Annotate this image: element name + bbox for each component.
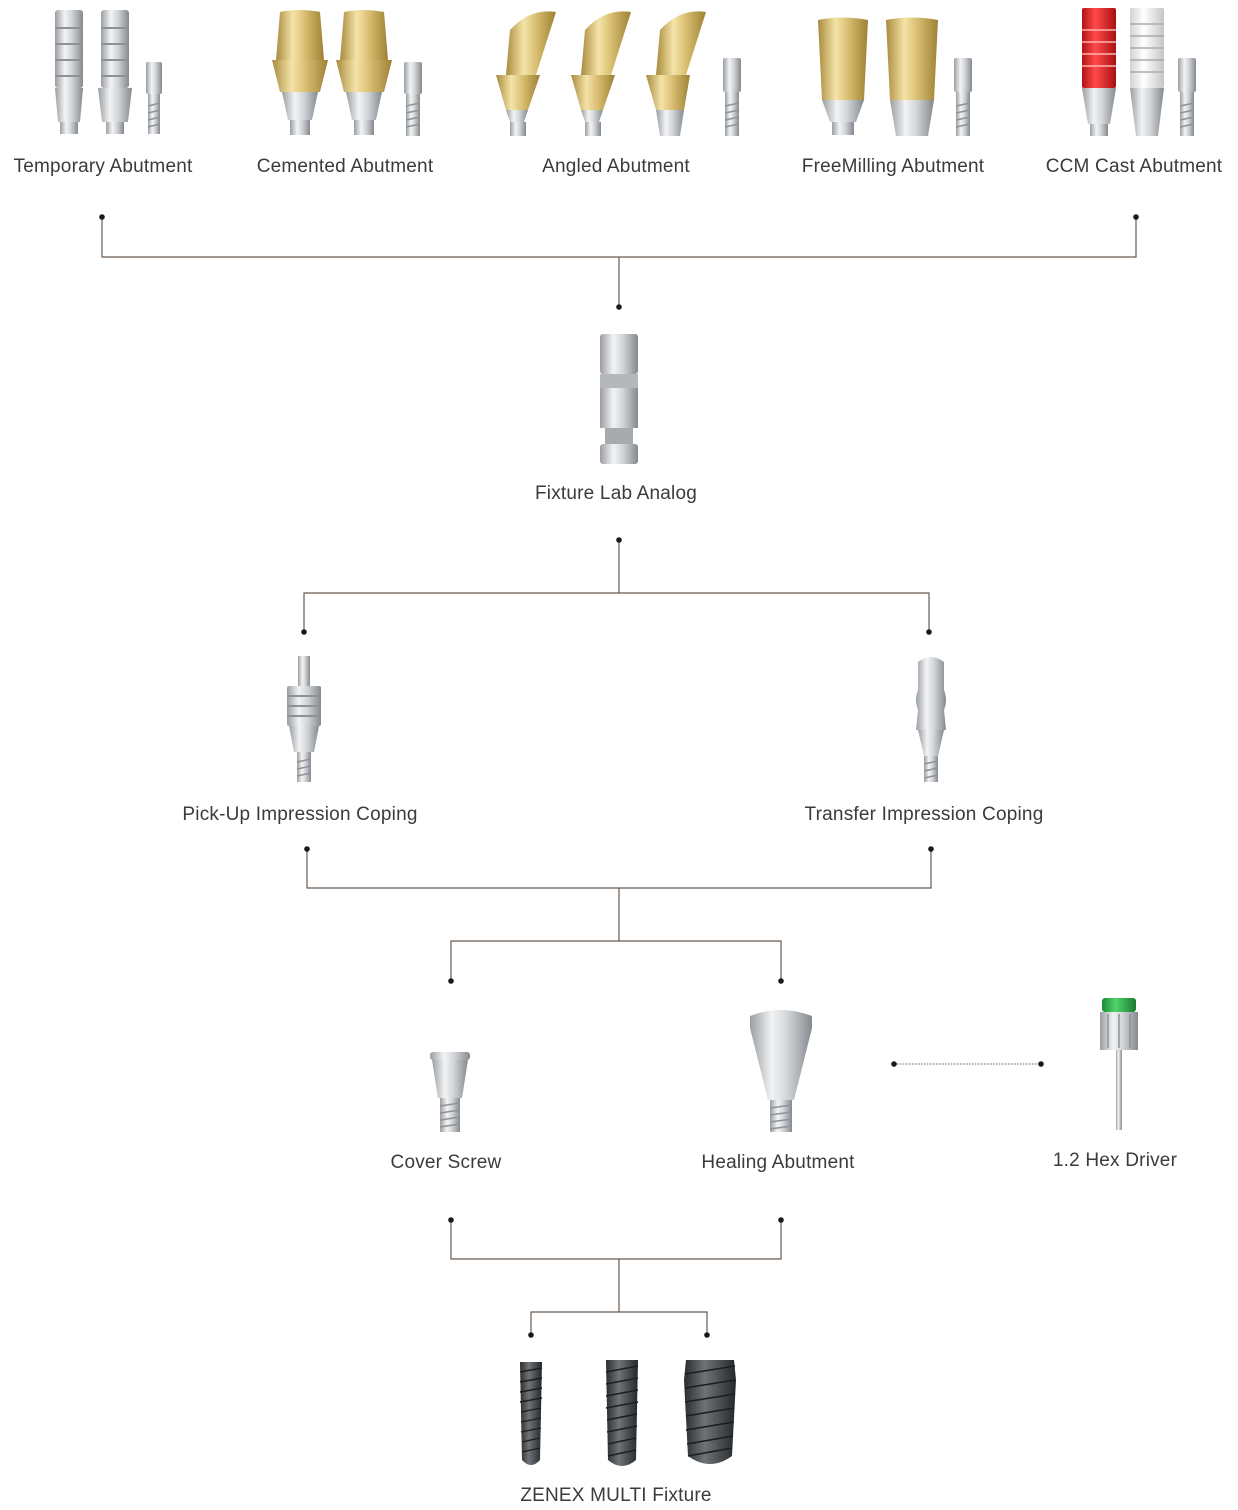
cover-screw-label: Cover Screw [390,1152,502,1173]
angled-abutment-icon [496,11,741,136]
hex-driver-icon [1100,998,1138,1130]
fixture-lab-analog-icon [600,334,638,464]
temporary-abutment-label: Temporary Abutment [13,156,193,177]
freemilling-abutment-label: FreeMilling Abutment [801,156,985,177]
connector-healing [450,1220,782,1335]
connector-dots [99,214,1139,1338]
ccm-cast-abutment-label: CCM Cast Abutment [1045,156,1223,177]
healing-abutment-label: Healing Abutment [701,1152,855,1173]
pickup-coping-icon [287,656,321,782]
pickup-coping-label: Pick-Up Impression Coping [182,804,418,825]
connector-abutments [101,217,1137,307]
ccm-cast-abutment-icon [1082,8,1196,136]
angled-abutment-label: Angled Abutment [542,156,690,177]
hex-driver-label: 1.2 Hex Driver [1052,1150,1178,1171]
cemented-abutment-label: Cemented Abutment [256,156,434,177]
connector-copings [306,849,932,981]
healing-abutment-icon [750,1010,812,1132]
cover-screw-icon [430,1052,470,1132]
temporary-abutment-icon [55,10,162,134]
transfer-coping-icon [916,657,946,782]
transfer-coping-label: Transfer Impression Coping [804,804,1044,825]
fixture-label: ZENEX MULTI Fixture [520,1485,712,1506]
freemilling-abutment-icon [818,17,972,136]
fixture-lab-analog-label: Fixture Lab Analog [534,483,698,504]
connector-analog [303,540,930,632]
fixture-icon [519,1360,736,1466]
cemented-abutment-icon [272,10,422,136]
